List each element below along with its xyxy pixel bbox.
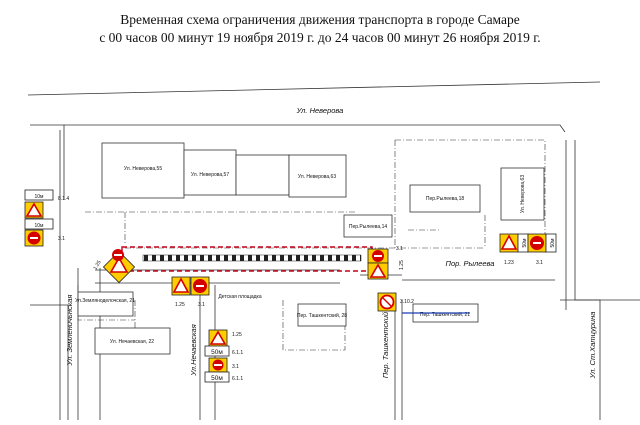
distance-label: 50м bbox=[211, 375, 223, 382]
sign-code: 6.1.1 bbox=[232, 350, 243, 356]
sign-code: 1.25 bbox=[175, 302, 185, 308]
building-label: Ул. Неверова,57 bbox=[191, 172, 229, 178]
building-label: Ул. Нечаевская, 22 bbox=[110, 339, 154, 345]
building-neverova-55 bbox=[101, 142, 185, 199]
sign-group-closure-west: 1.25 bbox=[93, 249, 136, 284]
distance-label: 50м bbox=[211, 349, 223, 356]
street-label-khatsurina: Ул. Ст.Хатцурина bbox=[588, 312, 597, 380]
corner-nw bbox=[30, 124, 65, 200]
street-label-zemlenichnaya: Ул. Земленичьнская bbox=[65, 295, 74, 367]
sign-code: 3.1 bbox=[396, 246, 403, 252]
sign-group-east: 50м 50м 1.23 3.1 bbox=[499, 233, 557, 266]
street-label-neverova: Ул. Неверова bbox=[296, 106, 344, 115]
closed-road-segment bbox=[121, 246, 373, 272]
building-ryleeva-18 bbox=[409, 184, 481, 213]
sign-group-square: 1.25 3.1 bbox=[171, 276, 210, 308]
building-neverova-63v bbox=[500, 167, 545, 221]
sign-code: 3.1 bbox=[58, 236, 65, 242]
building-label: Ул. Неверова,55 bbox=[124, 166, 162, 172]
sign-code: 1.25 bbox=[399, 260, 405, 270]
sign-code: 1.25 bbox=[93, 259, 103, 271]
building-neverova-57 bbox=[183, 149, 237, 196]
sign-group-west: 10м 10м 8.1.4 3.1 bbox=[24, 189, 69, 247]
building-tashkentsky-28 bbox=[297, 303, 347, 327]
road-barrier bbox=[142, 254, 362, 262]
sign-code: 3.1 bbox=[232, 364, 239, 370]
khatsurina-edge bbox=[560, 299, 601, 420]
street-label-tashkentsky: Пер. Ташкентский bbox=[381, 311, 390, 378]
sign-group-nechaevskaya: 1.25 50м 6.1.1 3.1 50м 6.1.1 bbox=[204, 329, 243, 383]
sign-code: 1.25 bbox=[232, 332, 242, 338]
map-title-line2: с 00 часов 00 минут 19 ноября 2019 г. до… bbox=[99, 30, 541, 45]
building-ryleeva-14 bbox=[343, 214, 393, 238]
street-label-ryleeva: Пор. Рылеева bbox=[446, 259, 495, 268]
building-label: Ул. Неверова,63 bbox=[298, 174, 336, 180]
neverova-north-edge bbox=[27, 81, 601, 96]
road-outlines bbox=[27, 81, 640, 420]
distance-plate bbox=[24, 218, 54, 230]
building-nechaevskaya-22 bbox=[94, 327, 171, 355]
building-label: Пер. Ташкентский, 21 bbox=[420, 311, 470, 318]
map-title-line1: Временная схема ограничения движения тра… bbox=[120, 12, 520, 27]
building-label: Ул.Земляноделочская, 21 bbox=[75, 298, 135, 304]
sign-group-closure-east: 3.1 1.25 bbox=[367, 246, 405, 280]
distance-plate bbox=[204, 345, 230, 357]
road-works-icon bbox=[109, 256, 129, 273]
sign-group-tashkentsky: 3.10.2 bbox=[377, 292, 414, 312]
building-neverova-63 bbox=[288, 154, 347, 198]
square-label: Детская площадка bbox=[218, 294, 261, 300]
building-mid bbox=[235, 154, 290, 196]
building-label: Ул. Неверова,63 bbox=[520, 175, 526, 213]
distance-plate bbox=[24, 189, 54, 201]
building-label: Пер. Ташкентский, 28 bbox=[297, 312, 347, 319]
building-label: Пер.Рылеева,18 bbox=[426, 196, 465, 202]
road-works-icon bbox=[500, 234, 518, 250]
road-works-icon bbox=[369, 263, 387, 278]
zemlenichnaya-east-edge bbox=[30, 304, 69, 420]
distance-plate bbox=[545, 233, 557, 253]
sign-code: 8.1.4 bbox=[58, 196, 69, 202]
sign-code: 6.1.1 bbox=[232, 376, 243, 382]
distance-plate bbox=[204, 371, 230, 383]
distance-label: 50м bbox=[550, 238, 556, 248]
distance-label: 50м bbox=[522, 238, 528, 248]
sign-code: 1.23 bbox=[504, 260, 514, 266]
distance-label: 10м bbox=[35, 194, 45, 200]
distance-label: 10м bbox=[35, 223, 45, 229]
sign-code: 3.10.2 bbox=[400, 299, 414, 305]
building-label: Пер.Рылеева,14 bbox=[349, 224, 388, 230]
sign-code: 3.1 bbox=[198, 302, 205, 308]
sign-code: 3.1 bbox=[536, 260, 543, 266]
road-works-icon bbox=[25, 202, 43, 217]
road-works-icon bbox=[172, 277, 190, 293]
street-label-nechaevskaya: Ул.Нечаевская bbox=[189, 324, 198, 376]
building-zemlyano-21 bbox=[77, 291, 134, 317]
road-works-icon bbox=[209, 330, 227, 345]
